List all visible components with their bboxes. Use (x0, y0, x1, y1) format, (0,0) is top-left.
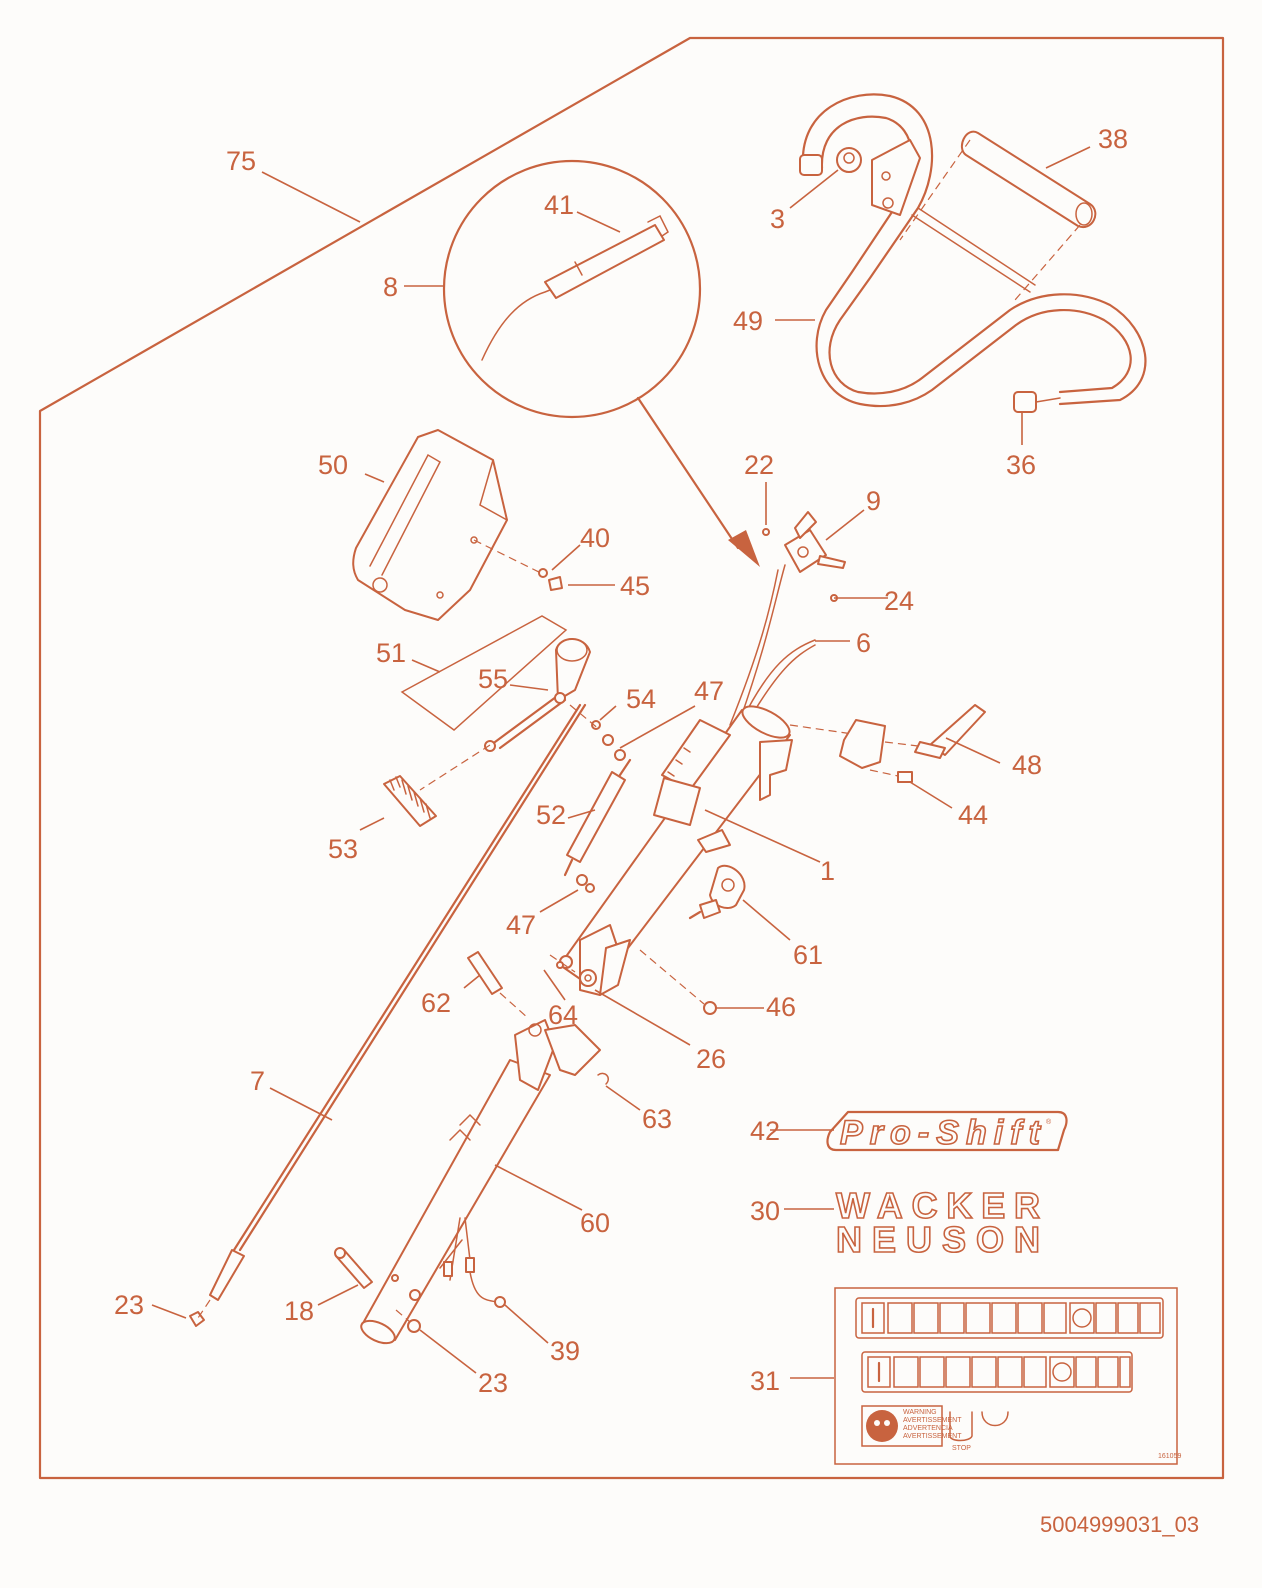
registered-mark: ® (1046, 1118, 1052, 1126)
label-45: 45 (620, 571, 650, 601)
part-55-lever (484, 638, 591, 752)
part-64-washer (556, 961, 564, 969)
label-38: 38 (1098, 124, 1128, 154)
label-41: 41 (544, 190, 574, 220)
part-49-handle-bar (799, 93, 1147, 408)
callout-labels: 75 41 8 38 3 49 36 50 22 9 40 45 24 6 51… (114, 124, 1128, 1398)
part-51-plate (400, 615, 568, 731)
part-23-nut-right (395, 1309, 421, 1333)
part-62-pin (467, 951, 529, 1019)
leader-lines (151, 146, 1091, 1379)
warning-text-4: AVERTISSEMENT (903, 1433, 962, 1440)
part-26-hinge (549, 924, 631, 996)
decal-warning-panel: WARNING AVERTISSEMENT ADVERTENCIA AVERTI… (861, 1405, 1181, 1460)
label-40: 40 (580, 523, 610, 553)
label-42: 42 (750, 1116, 780, 1146)
part-63-clip (597, 1072, 610, 1085)
label-47-lower: 47 (506, 910, 536, 940)
decal-code: 161059 (1158, 1453, 1181, 1460)
part-60-lower-tube (360, 1019, 601, 1345)
part-38-grip (899, 130, 1097, 301)
decal-icon-row-1 (861, 1302, 1161, 1334)
decal-icon-row-2 (867, 1356, 1131, 1388)
part-23-nut-left (189, 1299, 211, 1327)
part-39-harness (439, 1217, 506, 1308)
stop-text: STOP (952, 1445, 971, 1452)
label-62: 62 (421, 988, 451, 1018)
part-45-screw (548, 576, 563, 591)
warning-text-1: WARNING (903, 1409, 937, 1416)
part-1-upper-tube (559, 705, 861, 991)
label-75: 75 (226, 146, 256, 176)
label-53: 53 (328, 834, 358, 864)
diagram-frame (38, 36, 1225, 1480)
label-48: 48 (1012, 750, 1042, 780)
label-23-right: 23 (478, 1368, 508, 1398)
part-42-pro-shift-decal: Pro-Shift ® (826, 1110, 1068, 1153)
part-18-bolt (334, 1247, 373, 1289)
label-47-upper: 47 (694, 676, 724, 706)
label-31: 31 (750, 1366, 780, 1396)
label-30: 30 (750, 1196, 780, 1226)
label-49: 49 (733, 306, 763, 336)
label-1: 1 (820, 856, 835, 886)
part-53-spring (383, 744, 491, 827)
label-9: 9 (866, 486, 881, 516)
part-48-bracket (839, 704, 986, 769)
label-61: 61 (793, 940, 823, 970)
part-9-switch (762, 511, 846, 602)
label-44: 44 (958, 800, 988, 830)
part-47-fitting-upper (614, 749, 626, 761)
part-31-decal-sheet: WARNING AVERTISSEMENT ADVERTENCIA AVERTI… (834, 1287, 1181, 1465)
part-6-cable (729, 564, 816, 726)
label-7: 7 (250, 1066, 265, 1096)
part-7-rod (209, 703, 587, 1301)
warning-text-3: ADVERTENCIA (903, 1425, 953, 1432)
part-46-nut (639, 949, 717, 1015)
part-50-cover (352, 429, 546, 621)
label-6: 6 (856, 628, 871, 658)
label-50: 50 (318, 450, 348, 480)
label-51: 51 (376, 638, 406, 668)
label-63: 63 (642, 1104, 672, 1134)
label-8: 8 (383, 272, 398, 302)
label-3: 3 (770, 204, 785, 234)
wacker-wordmark: WACKER (836, 1185, 1040, 1226)
label-55: 55 (478, 664, 508, 694)
part-47-fitting-lower (576, 874, 595, 893)
label-39: 39 (550, 1336, 580, 1366)
label-24: 24 (884, 586, 914, 616)
warning-face-icon (866, 1410, 898, 1442)
label-52: 52 (536, 800, 566, 830)
part-44-screw (869, 769, 913, 783)
part-52-gas-spring (563, 758, 632, 877)
label-36: 36 (1006, 450, 1036, 480)
part-61-knob (688, 864, 746, 920)
document-number: 5004999031_03 (1040, 1512, 1199, 1537)
part-40-washer (538, 568, 548, 578)
label-54: 54 (626, 684, 656, 714)
label-64: 64 (548, 1000, 578, 1030)
part-30-wacker-neuson-logo: WACKER NEUSON (835, 1184, 1041, 1261)
label-22: 22 (744, 450, 774, 480)
label-60: 60 (580, 1208, 610, 1238)
label-18: 18 (284, 1296, 314, 1326)
label-23-left: 23 (114, 1290, 144, 1320)
pro-shift-logo: Pro-Shift (840, 1114, 1042, 1152)
detail-circle (442, 159, 760, 567)
label-46: 46 (766, 992, 796, 1022)
label-26: 26 (696, 1044, 726, 1074)
warning-text-2: AVERTISSEMENT (903, 1417, 962, 1424)
part-54-fitting (569, 704, 614, 746)
part-36-end-cap (1013, 391, 1061, 413)
arrow-head (728, 530, 760, 567)
